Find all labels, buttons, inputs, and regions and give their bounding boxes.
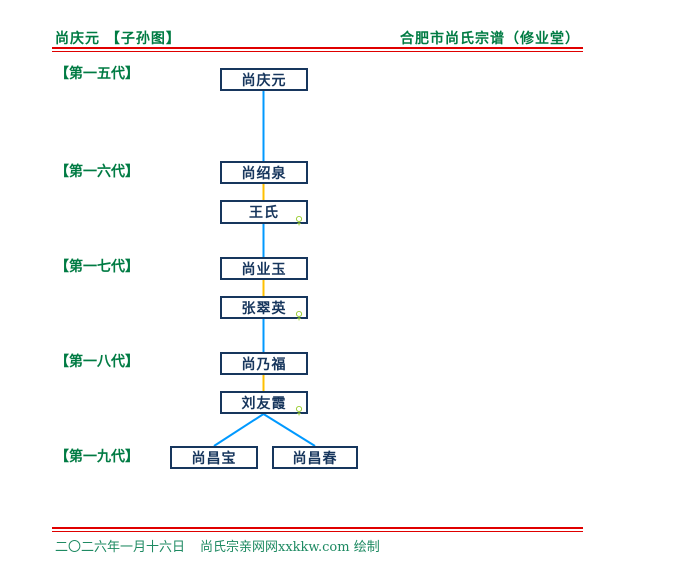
person-name: 尚庆元 [241,72,287,89]
genealogy-book-title: 合肥市尚氏宗谱（修业堂） [400,31,580,47]
generation-label-16: 【第一六代】 [55,164,139,180]
person-name: 王氏 [249,205,279,221]
person-name: 尚业玉 [241,261,287,278]
page-title: 尚庆元 【子孙图】 [55,31,181,47]
person-name: 尚昌春 [292,450,338,467]
person-name: 刘友霞 [241,395,287,412]
footer-divider [52,527,583,532]
person-box-wangshi[interactable]: 王氏 ♀ [220,200,308,227]
footer-date: 二〇二六年一月十六日 [55,540,186,555]
person-box-liuyouxia[interactable]: 刘友霞 ♀ [220,391,308,417]
generation-label-17: 【第一七代】 [55,259,139,275]
generation-label-19: 【第一九代】 [55,449,139,465]
person-box-shangqingyuan[interactable]: 尚庆元 [220,68,308,91]
person-box-shangchangbao[interactable]: 尚昌宝 [170,446,258,469]
generation-label-15: 【第一五代】 [55,66,139,82]
generation-label-18: 【第一八代】 [55,354,139,370]
person-name: 尚昌宝 [191,450,237,467]
female-mark-icon: ♀ [294,214,303,227]
person-box-shangyeyu[interactable]: 尚业玉 [220,257,308,280]
footer-credit: 尚氏宗亲网网xxkkw.com 绘制 [200,540,380,555]
header-divider [52,47,583,52]
female-mark-icon: ♀ [294,309,303,322]
person-box-zhangcuiying[interactable]: 张翠英 ♀ [220,296,308,322]
descent-line [213,413,265,447]
female-mark-icon: ♀ [294,404,303,417]
person-box-shangnaifu[interactable]: 尚乃福 [220,352,308,375]
descent-line [262,413,316,447]
person-box-shangchangchun[interactable]: 尚昌春 [272,446,358,469]
person-name: 张翠英 [241,300,287,317]
person-name: 尚乃福 [241,356,287,373]
person-box-shangshaoquan[interactable]: 尚绍泉 [220,161,308,184]
person-name: 尚绍泉 [241,165,287,182]
